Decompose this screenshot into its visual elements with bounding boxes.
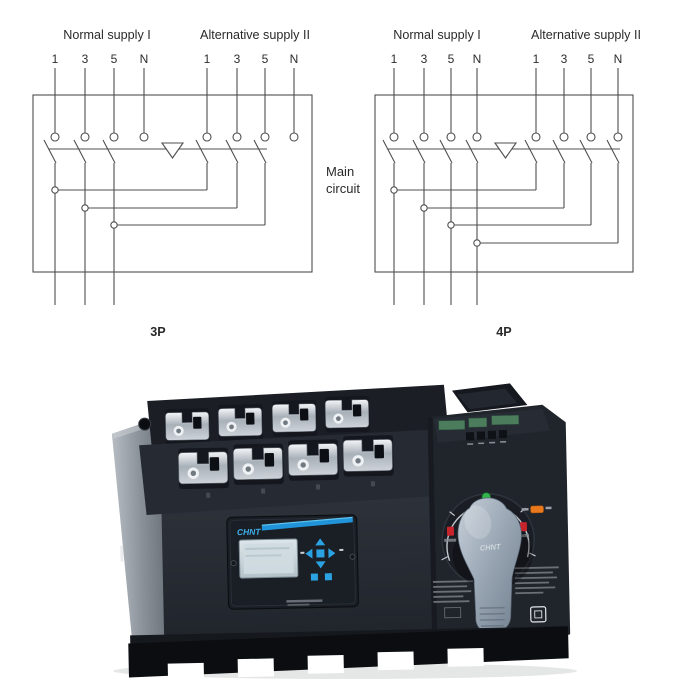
terminal-number: 1 bbox=[52, 52, 59, 66]
terminal-index-marks bbox=[206, 481, 376, 498]
connector-slots bbox=[465, 429, 508, 441]
switch-blades bbox=[43, 139, 267, 164]
panel-accent-stripe bbox=[261, 517, 353, 531]
switch-blades bbox=[382, 139, 620, 164]
terminal-numbers-alternative: 1 3 5 N bbox=[533, 52, 623, 66]
terminal-number: 1 bbox=[204, 52, 211, 66]
terminal-number: 5 bbox=[448, 52, 455, 66]
supply-title-alternative: Alternative supply II bbox=[531, 28, 641, 42]
keypad-side-mark bbox=[300, 551, 305, 554]
enclosure-box bbox=[374, 94, 634, 273]
wiring-diagram-4p: Normal supply I Alternative supply II 1 … bbox=[374, 28, 641, 339]
terminal-number: 3 bbox=[234, 52, 241, 66]
enclosure-box bbox=[32, 94, 313, 273]
right-arrow-button bbox=[328, 548, 336, 559]
panel-brand-logo: CHNT bbox=[237, 527, 262, 538]
terminal-clamp bbox=[287, 438, 340, 482]
terminal-contacts bbox=[50, 132, 299, 142]
function-button bbox=[324, 573, 332, 581]
label-smudge bbox=[545, 506, 552, 510]
terminal-clamp bbox=[177, 447, 230, 490]
supply-title-normal: Normal supply I bbox=[63, 28, 151, 42]
controller-panel: CHNT bbox=[226, 514, 359, 610]
label-smudge bbox=[444, 538, 457, 542]
navigation-keypad bbox=[305, 538, 336, 581]
switch-mechanism-section: CHNT bbox=[427, 383, 571, 644]
terminal-numbers-alternative: 1 3 5 N bbox=[204, 52, 299, 66]
terminal-number: 1 bbox=[391, 52, 398, 66]
top-lug-face bbox=[457, 388, 518, 410]
spec-text-smudge-right bbox=[514, 566, 559, 595]
terminal-clamp bbox=[342, 434, 395, 478]
terminal-clamp bbox=[232, 442, 285, 486]
linkage-triangle-icon bbox=[493, 142, 518, 159]
spec-text-smudge-left bbox=[433, 580, 474, 619]
function-button bbox=[310, 573, 318, 581]
pole-count-label-3p: 3P bbox=[150, 325, 165, 339]
rotary-handle: CHNT bbox=[457, 497, 522, 634]
terminal-leads bbox=[393, 68, 619, 133]
control-terminal-strip bbox=[433, 408, 550, 445]
terminal-number: 3 bbox=[561, 52, 568, 66]
handle-brand-logo: CHNT bbox=[479, 542, 502, 553]
certification-mark bbox=[530, 606, 547, 623]
position-indicator-red-left bbox=[446, 526, 455, 536]
terminal-contacts bbox=[389, 132, 623, 142]
main-circuit-label: Main circuit bbox=[326, 164, 360, 196]
panel-screw bbox=[349, 553, 356, 560]
left-arrow-button bbox=[305, 548, 313, 559]
label-smudge bbox=[521, 508, 529, 511]
connector-labels-smudge bbox=[467, 441, 507, 445]
terminal-number: 1 bbox=[533, 52, 540, 66]
panel-screw bbox=[230, 560, 237, 567]
terminal-number: 3 bbox=[82, 52, 89, 66]
model-text-smudge bbox=[286, 599, 323, 606]
terminal-number: 5 bbox=[111, 52, 118, 66]
linkage-triangle-icon bbox=[160, 142, 185, 159]
terminal-number: 3 bbox=[421, 52, 428, 66]
terminal-leads bbox=[54, 68, 295, 133]
terminal-number: 5 bbox=[588, 52, 595, 66]
lcd-screen bbox=[238, 538, 299, 579]
position-indicator-red-right bbox=[519, 522, 527, 532]
bottom-rail bbox=[128, 626, 569, 682]
terminal-number: N bbox=[473, 52, 482, 66]
pole-conductors bbox=[54, 163, 266, 305]
status-indicator-orange bbox=[530, 505, 544, 514]
mounting-hole bbox=[138, 417, 152, 431]
panel-accent-stripe-highlight bbox=[261, 516, 353, 526]
rail-notches bbox=[167, 648, 484, 682]
pole-conductors bbox=[393, 163, 619, 305]
wiring-diagram-3p: Normal supply I Alternative supply II 1 … bbox=[32, 28, 313, 339]
junction-nodes bbox=[390, 186, 481, 247]
handle-highlight bbox=[464, 505, 492, 539]
terminal-numbers-normal: 1 3 5 N bbox=[391, 52, 482, 66]
terminal-number: N bbox=[140, 52, 149, 66]
product-photo-transfer-switch: CHNT CHNT bbox=[111, 383, 577, 682]
terminal-clamp bbox=[271, 399, 318, 438]
terminal-number: 5 bbox=[262, 52, 269, 66]
supply-title-normal: Normal supply I bbox=[393, 28, 481, 42]
junction-nodes bbox=[51, 186, 118, 229]
down-arrow-button bbox=[315, 561, 326, 569]
terminal-clamp bbox=[164, 407, 211, 446]
terminal-clamp bbox=[217, 403, 264, 442]
terminal-shelf-front bbox=[139, 428, 456, 516]
terminal-clamp bbox=[324, 395, 371, 434]
terminal-number: N bbox=[614, 52, 623, 66]
keypad-side-mark bbox=[339, 548, 344, 552]
terminal-numbers-normal: 1 3 5 N bbox=[52, 52, 149, 66]
handle-grip-ribs bbox=[479, 606, 505, 627]
supply-title-alternative: Alternative supply II bbox=[200, 28, 310, 42]
enter-button bbox=[316, 549, 325, 558]
pole-count-label-4p: 4P bbox=[496, 325, 511, 339]
terminal-number: N bbox=[290, 52, 299, 66]
up-arrow-button bbox=[315, 538, 326, 546]
